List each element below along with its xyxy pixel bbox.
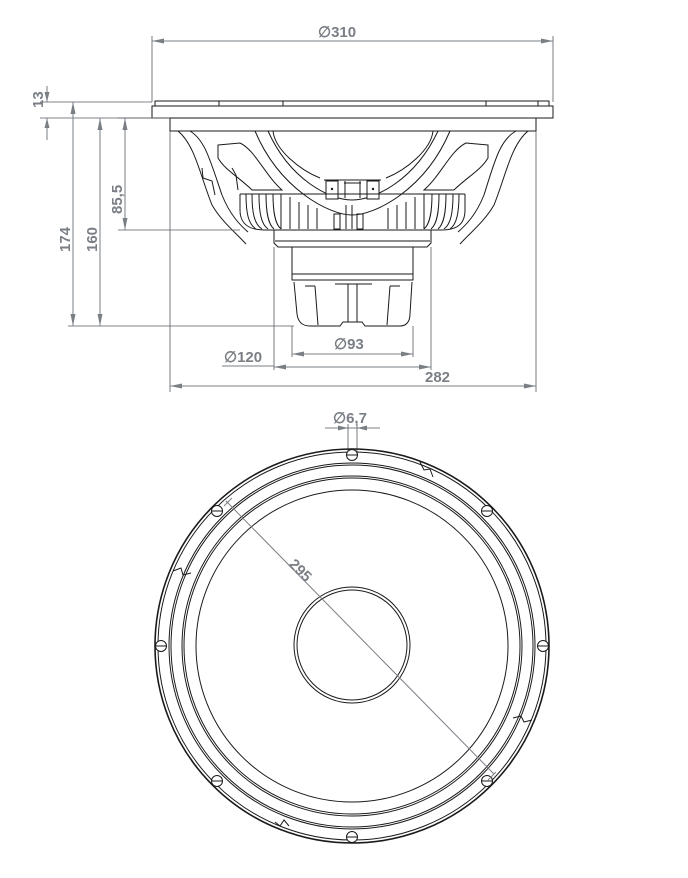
- mounting-hole: [155, 640, 167, 652]
- mounting-holes: [155, 449, 549, 843]
- basket: [177, 130, 529, 245]
- flange-notches: [172, 461, 533, 827]
- dimension-bolt-circle: 295: [223, 497, 497, 781]
- terminals: [324, 179, 381, 200]
- basket-depth-label: 85,5: [109, 185, 126, 214]
- dust-cap: [293, 586, 411, 704]
- extension-lines: [40, 101, 537, 392]
- pole-diameter-label: ∅93: [334, 336, 364, 353]
- mounting-hole: [346, 449, 358, 461]
- dimension-flange-thickness: 13: [30, 86, 50, 140]
- gasket-plate: [169, 117, 537, 132]
- mounting-hole: [537, 640, 549, 652]
- mounting-hole: [346, 831, 358, 843]
- dimension-magnet-diameter: ∅120: [222, 349, 431, 370]
- dimension-outer-diameter: ∅310: [151, 24, 554, 102]
- side-view: ∅310: [30, 24, 554, 392]
- cutout-diameter-label: 282: [425, 369, 450, 386]
- magnet: [291, 247, 414, 327]
- dimension-basket-depth: 85,5: [109, 118, 128, 230]
- top-plate: [273, 230, 432, 248]
- mounting-hole: [211, 505, 223, 517]
- mounting-hole: [211, 775, 223, 787]
- total-depth-label: 174: [57, 226, 74, 252]
- bolt-circle-label: 295: [285, 556, 315, 586]
- mounting-hole-label: ∅6,7: [333, 410, 367, 427]
- depth-from-flange-label: 160: [84, 227, 101, 252]
- outer-diameter-label: ∅310: [318, 24, 356, 41]
- front-view: ∅6,7: [154, 410, 550, 844]
- mounting-hole: [481, 505, 493, 517]
- flange-thickness-label: 13: [30, 91, 47, 108]
- flange: [151, 100, 554, 119]
- dimension-depth-from-flange: 160: [84, 118, 103, 326]
- dimension-cutout-diameter: 282: [170, 369, 536, 389]
- dimension-pole-diameter: ∅93: [292, 336, 413, 357]
- magnet-diameter-label: ∅120: [224, 349, 262, 366]
- ribbed-housing: [239, 193, 466, 231]
- dimension-mounting-hole: ∅6,7: [325, 410, 380, 457]
- dimension-total-depth: 174: [57, 102, 76, 326]
